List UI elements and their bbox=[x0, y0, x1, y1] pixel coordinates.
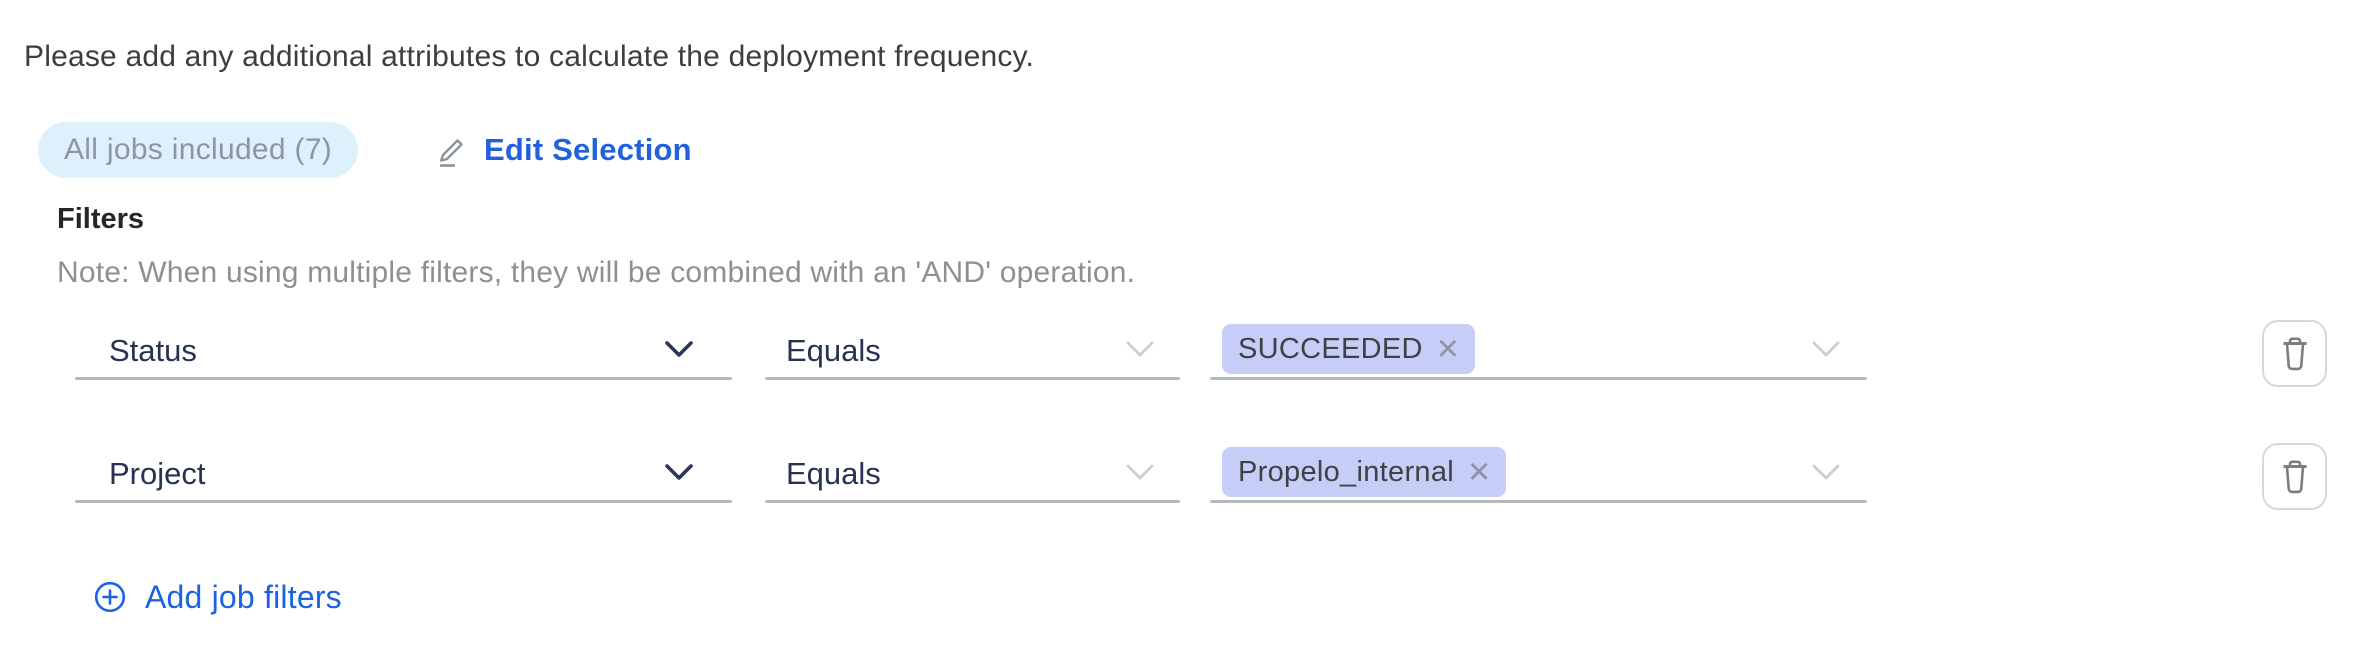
edit-selection-label: Edit Selection bbox=[484, 132, 692, 167]
edit-pencil-icon bbox=[440, 139, 463, 167]
chevron-down-icon bbox=[1812, 341, 1840, 357]
chevron-down-icon bbox=[1126, 341, 1154, 357]
attribute-select[interactable]: Status bbox=[75, 316, 732, 380]
attribute-select-value: Project bbox=[109, 456, 206, 491]
field-underline bbox=[75, 500, 732, 503]
value-select[interactable]: Propelo_internal × bbox=[1210, 439, 1867, 503]
jobs-included-badge: All jobs included (7) bbox=[38, 122, 359, 178]
field-underline bbox=[765, 500, 1180, 503]
operator-select-value: Equals bbox=[786, 333, 881, 368]
attribute-select[interactable]: Project bbox=[75, 439, 732, 503]
value-tag-label: SUCCEEDED bbox=[1238, 332, 1423, 365]
value-tag: Propelo_internal × bbox=[1222, 447, 1507, 497]
field-underline bbox=[1210, 377, 1867, 380]
chevron-down-icon bbox=[665, 464, 693, 480]
value-select[interactable]: SUCCEEDED × bbox=[1210, 316, 1867, 380]
chevron-down-icon bbox=[1126, 464, 1154, 480]
value-tag-label: Propelo_internal bbox=[1238, 455, 1454, 488]
filter-row: Project Equals Propelo_internal × bbox=[0, 433, 2376, 563]
edit-selection-link[interactable]: Edit Selection bbox=[434, 127, 692, 173]
operator-select-value: Equals bbox=[786, 456, 881, 491]
remove-value-icon[interactable]: × bbox=[1468, 451, 1491, 493]
operator-select[interactable]: Equals bbox=[765, 316, 1180, 380]
field-underline bbox=[1210, 500, 1867, 503]
trash-icon bbox=[2283, 460, 2306, 493]
add-job-filters-button[interactable]: Add job filters bbox=[93, 574, 342, 620]
plus-circle-icon bbox=[94, 581, 126, 613]
value-tag: SUCCEEDED × bbox=[1222, 324, 1475, 374]
field-underline bbox=[75, 377, 732, 380]
intro-text: Please add any additional attributes to … bbox=[24, 40, 1035, 73]
filters-note: Note: When using multiple filters, they … bbox=[57, 256, 1136, 289]
chevron-down-icon bbox=[1812, 464, 1840, 480]
add-job-filters-label: Add job filters bbox=[145, 578, 342, 615]
field-underline bbox=[765, 377, 1180, 380]
jobs-included-label: All jobs included (7) bbox=[64, 133, 333, 166]
remove-value-icon[interactable]: × bbox=[1436, 328, 1459, 370]
operator-select[interactable]: Equals bbox=[765, 439, 1180, 503]
filter-row: Status Equals SUCCEEDED × bbox=[0, 310, 2376, 440]
attribute-select-value: Status bbox=[109, 333, 197, 368]
filters-heading: Filters bbox=[57, 203, 145, 235]
delete-filter-button[interactable] bbox=[2262, 443, 2327, 510]
trash-icon bbox=[2283, 337, 2306, 370]
chevron-down-icon bbox=[665, 341, 693, 357]
delete-filter-button[interactable] bbox=[2262, 320, 2327, 387]
